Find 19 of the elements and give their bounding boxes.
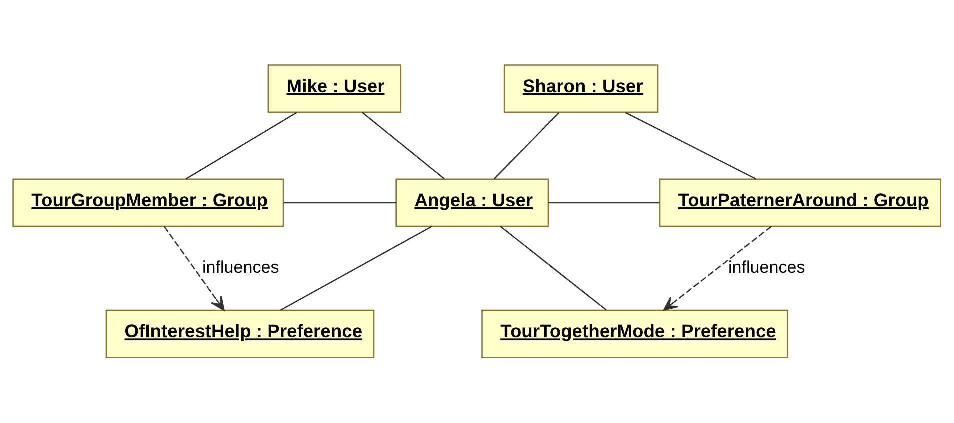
arrow xyxy=(164,226,225,311)
connector xyxy=(625,112,757,180)
connector xyxy=(500,226,607,311)
node-box: TourGroupMember : Group xyxy=(12,178,284,228)
node-box: Sharon : User xyxy=(504,64,659,114)
edge-label: influences xyxy=(728,258,806,278)
node-box: Mike : User xyxy=(268,64,402,114)
node-box: Angela : User xyxy=(396,178,550,228)
node-box: TourPaternerAround : Group xyxy=(659,178,942,228)
connector xyxy=(494,112,560,180)
connector xyxy=(284,202,396,204)
edge-label: influences xyxy=(202,258,280,278)
connector xyxy=(548,202,660,204)
node-box: TourTogetherMode : Preference xyxy=(482,310,789,358)
node-box: OfInterestHelp : Preference xyxy=(106,310,375,358)
connector xyxy=(186,112,298,180)
connector xyxy=(362,112,445,180)
connector xyxy=(280,226,432,312)
arrow xyxy=(663,226,772,311)
